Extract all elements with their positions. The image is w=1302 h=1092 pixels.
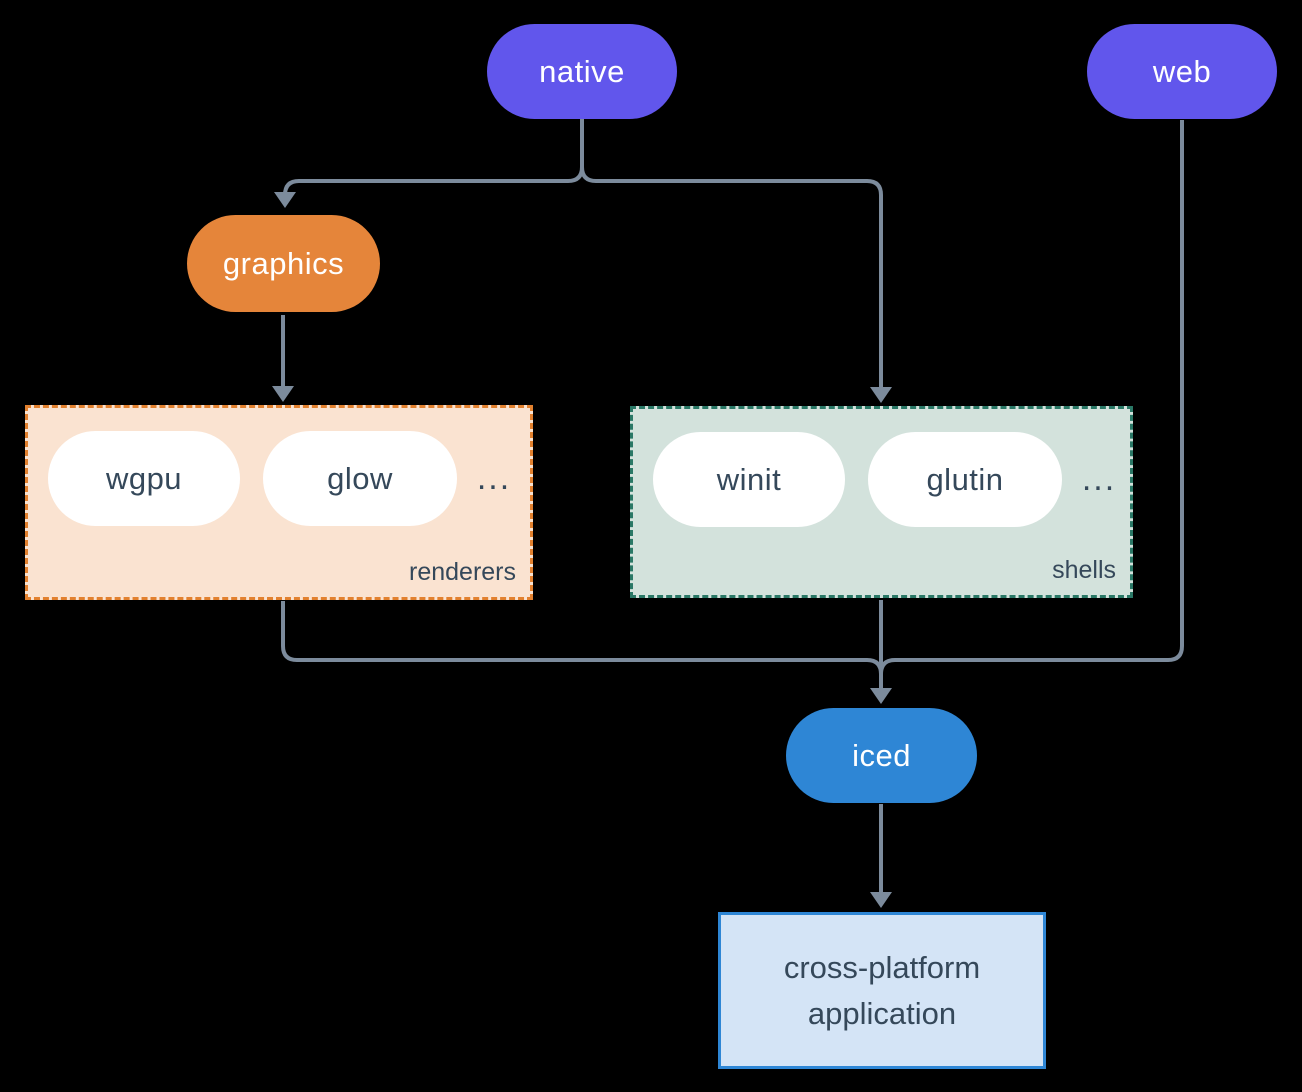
node-glutin-label: glutin [926,461,1004,497]
shells-ellipsis: ... [1081,460,1117,498]
node-graphics-label: graphics [222,245,345,281]
arrowhead-graphics [274,192,296,208]
edge-native-graphics [283,166,584,196]
node-glow-label: glow [327,460,393,496]
edge-native-shells [580,166,883,389]
node-web: web [1087,24,1277,119]
renderers-ellipsis: ... [476,459,512,497]
node-wgpu: wgpu [48,431,240,526]
arrowhead-shells [870,387,892,403]
node-native: native [487,24,677,119]
arrowhead-application [870,892,892,908]
node-iced: iced [786,708,977,803]
group-shells: winit glutin ... shells [630,406,1133,598]
node-winit-label: winit [716,461,782,497]
node-graphics: graphics [187,215,380,312]
application-label-line1: cross-platform [783,949,981,985]
edge-renderers-junction [281,601,883,675]
shells-group-label: shells [1052,556,1116,584]
application-label-line2: application [807,995,957,1031]
group-renderers: wgpu glow ... renderers [25,405,533,600]
arrowhead-renderers [272,386,294,402]
node-cross-platform-application: cross-platform application [718,912,1046,1069]
renderers-group-label: renderers [409,558,516,586]
node-iced-label: iced [852,737,911,773]
node-glutin: glutin [868,432,1062,527]
arrowhead-iced [870,688,892,704]
node-winit: winit [653,432,845,527]
node-wgpu-label: wgpu [105,460,183,496]
node-native-label: native [539,53,625,89]
node-web-label: web [1152,53,1212,89]
node-glow: glow [263,431,457,526]
